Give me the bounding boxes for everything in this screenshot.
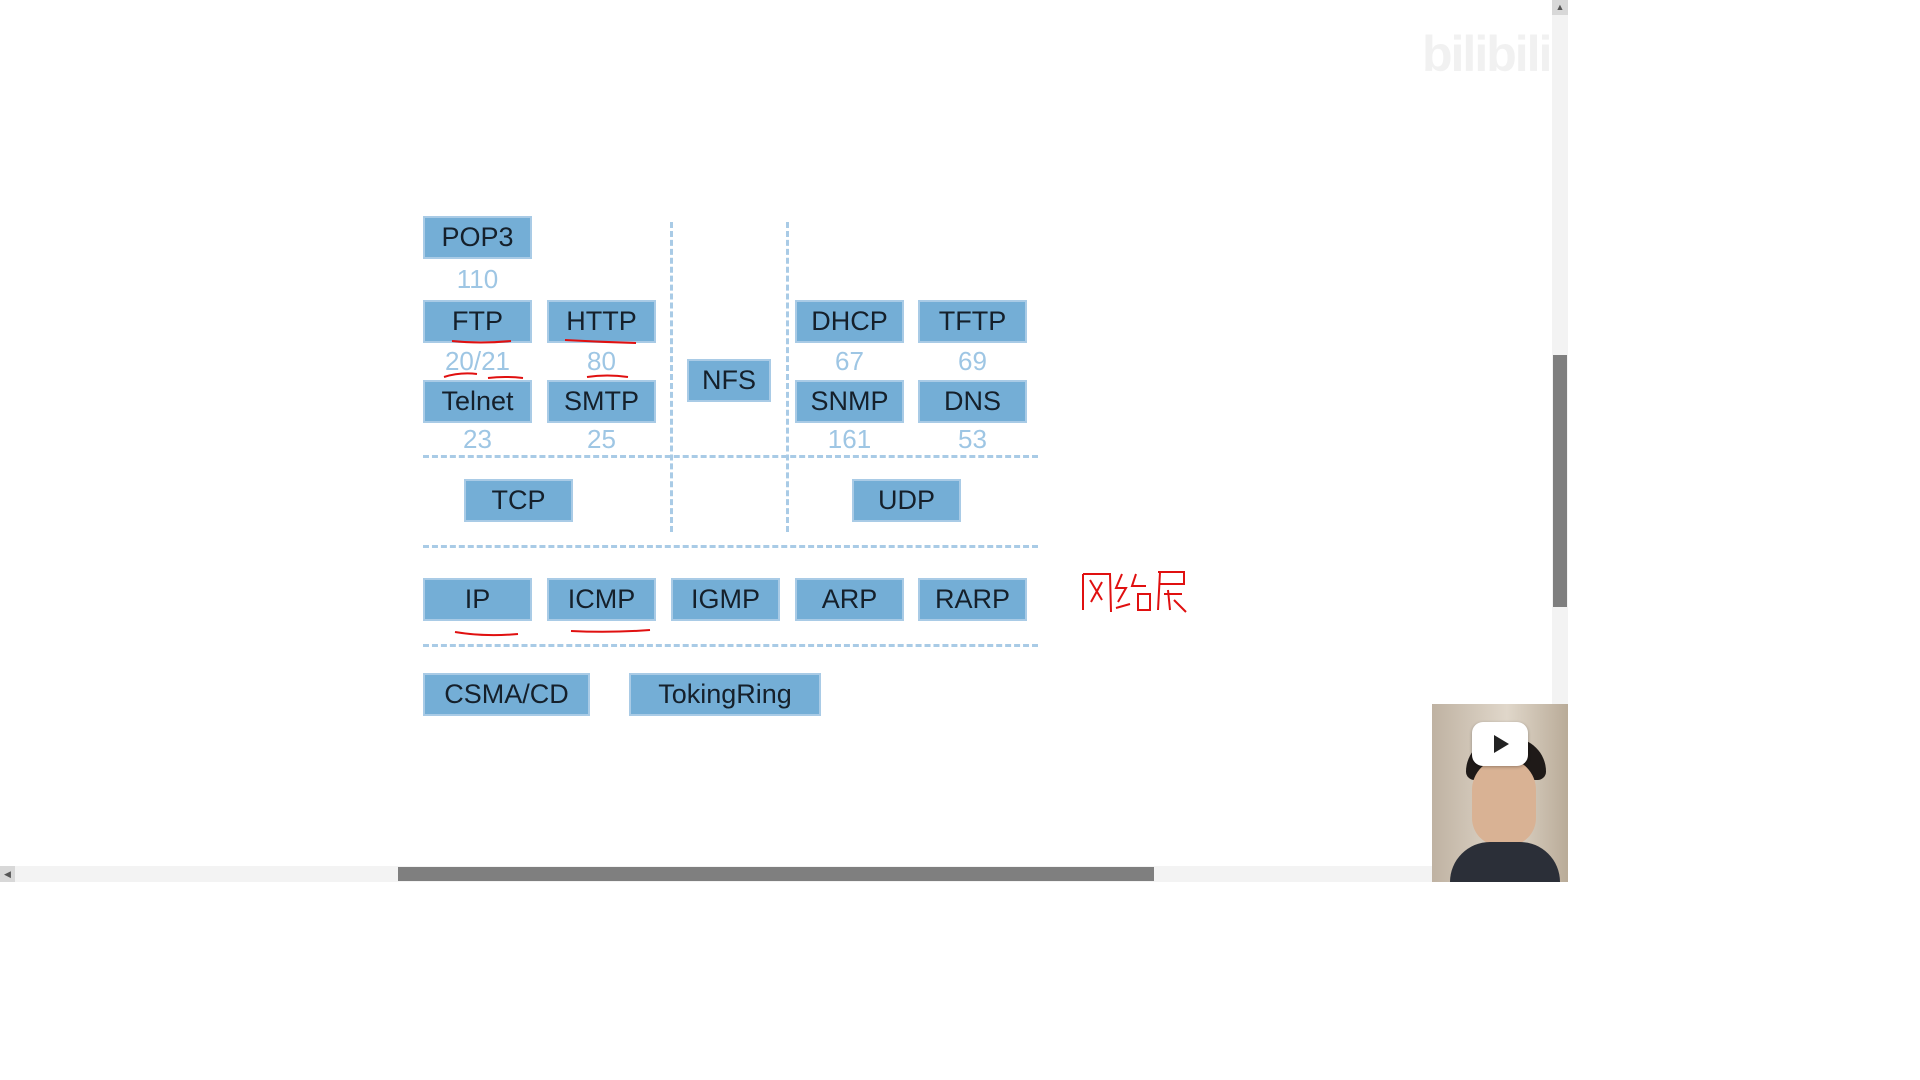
protocol-box-smtp: SMTP: [547, 380, 656, 423]
play-button[interactable]: [1472, 722, 1528, 766]
scroll-left-arrow-icon[interactable]: ◀: [0, 866, 15, 882]
webcam-person-shirt: [1450, 842, 1560, 882]
protocol-box-tftp: TFTP: [918, 300, 1027, 343]
protocol-box-udp: UDP: [852, 479, 961, 522]
vertical-divider-left: [670, 222, 673, 532]
protocol-box-igmp: IGMP: [671, 578, 780, 621]
layer-divider-network-link: [423, 644, 1038, 647]
port-label-telnet: 23: [463, 424, 492, 454]
protocol-box-pop3: POP3: [423, 216, 532, 259]
port-label-ftp: 20/21: [444, 346, 511, 376]
protocol-box-ip: IP: [423, 578, 532, 621]
layer-divider-application-transport: [423, 455, 1038, 458]
scroll-up-arrow-icon[interactable]: ▲: [1552, 0, 1568, 15]
vertical-scroll-thumb[interactable]: [1553, 355, 1567, 607]
port-label-http: 80: [587, 346, 616, 376]
protocol-box-rarp: RARP: [918, 578, 1027, 621]
port-label-pop3: 110: [456, 264, 499, 294]
protocol-box-telnet: Telnet: [423, 380, 532, 423]
protocol-box-nfs: NFS: [687, 359, 771, 402]
port-label-tftp: 69: [958, 346, 987, 376]
protocol-box-snmp: SNMP: [795, 380, 904, 423]
protocol-box-dhcp: DHCP: [795, 300, 904, 343]
protocol-box-http: HTTP: [547, 300, 656, 343]
handwritten-note-graphic: [1082, 571, 1187, 613]
handwritten-note-network-layer: [1080, 566, 1188, 616]
protocol-box-arp: ARP: [795, 578, 904, 621]
layer-divider-transport-network: [423, 545, 1038, 548]
protocol-box-tokingring: TokingRing: [629, 673, 821, 716]
play-icon: [1494, 735, 1509, 753]
horizontal-scroll-thumb[interactable]: [398, 867, 1154, 881]
protocol-box-csma-cd: CSMA/CD: [423, 673, 590, 716]
handwritten-underlines: [443, 339, 651, 637]
protocol-box-tcp: TCP: [464, 479, 573, 522]
webcam-person-face: [1472, 758, 1536, 846]
protocol-box-icmp: ICMP: [547, 578, 656, 621]
port-label-dhcp: 67: [835, 346, 864, 376]
protocol-box-ftp: FTP: [423, 300, 532, 343]
vertical-divider-right: [786, 222, 789, 532]
port-label-snmp: 161: [827, 424, 872, 454]
port-label-dns: 53: [958, 424, 987, 454]
bilibili-watermark: bilibili: [1422, 26, 1552, 82]
protocol-box-dns: DNS: [918, 380, 1027, 423]
port-label-smtp: 25: [587, 424, 616, 454]
